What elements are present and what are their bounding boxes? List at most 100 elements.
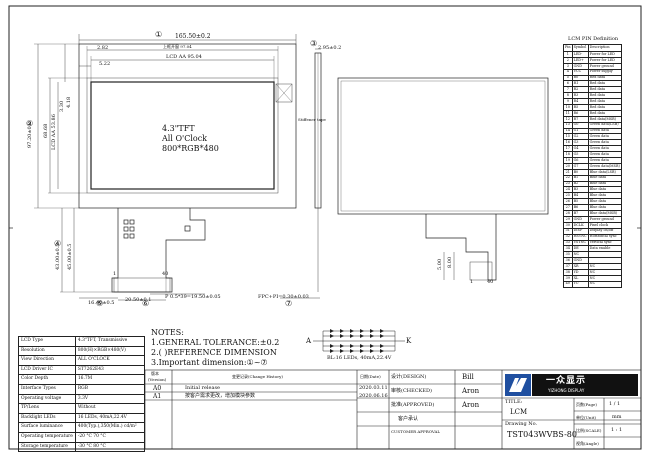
pin-description: Data enable	[587, 245, 622, 253]
pin-symbol: G6	[571, 157, 589, 164]
page-label: 页数(Page)	[576, 402, 597, 407]
unit-value: mm	[612, 414, 622, 420]
panel-resolution-label: 800*RGB*480	[162, 144, 219, 153]
pin-description: Pixel clock	[587, 221, 622, 229]
pin-description: Blue data	[587, 204, 622, 212]
marker-6: ⑥	[142, 299, 150, 308]
pin-description: Blue data	[587, 192, 622, 200]
history-ver-a0: A0	[153, 385, 162, 392]
pin-description: NC	[587, 280, 622, 288]
pin-symbol: G3	[571, 139, 589, 147]
back-inner	[340, 80, 546, 212]
connector-pin-40: 40	[162, 271, 169, 277]
title-block-grid	[144, 369, 642, 450]
dim-height-total: 97.20±0.2	[27, 121, 33, 148]
front-outline	[78, 43, 297, 209]
spec-key: Surface luminance	[18, 422, 76, 433]
pin-symbol: B1	[571, 174, 589, 182]
note-important: 3.Important dimension:①~⑦	[151, 358, 268, 367]
pin-description: Power ground	[587, 215, 622, 223]
dim-fpc-length: 43.00±0.5	[55, 243, 61, 270]
spec-value: ST7262E43	[74, 364, 146, 376]
dim-282: 2.82	[97, 45, 109, 51]
spec-key: LCD Driver IC	[18, 364, 76, 376]
stiffener-label: Stiffener tape	[298, 117, 326, 122]
fpc-component-3	[123, 226, 129, 232]
history-date-a0: 2020.03.11	[359, 385, 388, 391]
pin-symbol: HSYNC	[571, 233, 589, 241]
fpc-component-6	[129, 233, 135, 239]
pin-description: Blue data	[587, 198, 622, 206]
spec-value: 4.3"TFT, Transmissive	[74, 336, 146, 347]
design-name: Bill	[462, 373, 474, 381]
backlight-caption: BL:16 LEDs, 40mA,22.4V	[327, 355, 392, 361]
spec-value: 16.7M	[74, 374, 146, 385]
spec-key: View Direction	[18, 355, 76, 366]
back-fpc-outline	[425, 214, 497, 281]
company-name-bar	[532, 374, 638, 396]
marker-5: ⑤	[96, 299, 104, 308]
checked-label: 审核(CHECKED)	[391, 388, 432, 394]
pin-description: Power for LED	[587, 56, 622, 64]
pin-symbol: B2	[571, 180, 589, 188]
pin-description: Green data	[587, 139, 622, 147]
history-version-cn: 版本	[151, 371, 159, 376]
dim-45: 45.00±0.5	[67, 243, 73, 270]
pin-description: Green data	[587, 157, 622, 164]
front-window	[86, 77, 279, 194]
spec-key: LCD Type	[18, 336, 76, 347]
spec-value: RGB	[74, 383, 146, 395]
pin-symbol: DISP	[571, 227, 589, 235]
pin-description: Blue data	[587, 174, 622, 182]
title-value: LCM	[510, 408, 528, 416]
title-label: TITLE:	[505, 399, 523, 405]
pin-header-pin: Pin	[563, 44, 573, 52]
pin-table-title: LCM PIN Definition	[568, 36, 619, 42]
approved-label: 批准(APPROVED)	[391, 402, 435, 408]
back-connector	[469, 261, 493, 281]
pin-symbol: G1	[571, 127, 589, 135]
history-change-a1: 按客户需求更改，增加模块参数	[185, 393, 256, 399]
pin-symbol: B0	[571, 168, 589, 176]
fpc-connector	[113, 277, 171, 293]
dim-back-500: 5.00	[437, 258, 443, 270]
pin-symbol: G2	[571, 133, 589, 141]
dim-418: 4.18	[66, 96, 72, 108]
scale-label: 比例(SCALE)	[576, 428, 602, 433]
checked-name: Aron	[462, 387, 480, 395]
pin-description: Power for LED	[587, 51, 622, 58]
fpc-component-2	[129, 219, 135, 225]
spec-key: Backlight LEDs	[18, 412, 76, 424]
pin-symbol: B6	[571, 204, 589, 212]
company-logo-mark	[509, 378, 527, 392]
dim-295: 2.95±0.2	[318, 45, 342, 51]
pin-symbol: B4	[571, 192, 589, 200]
stiffener-tape	[275, 83, 293, 103]
pin-description: Horizontal sync	[587, 233, 622, 241]
unit-label: 单位(Unit)	[576, 415, 596, 420]
pin-symbol: B7	[571, 210, 589, 217]
spec-value: 3.3V	[74, 393, 146, 405]
dim-fpc-thickness: FPC+PI=0.30±0.03	[258, 294, 309, 300]
